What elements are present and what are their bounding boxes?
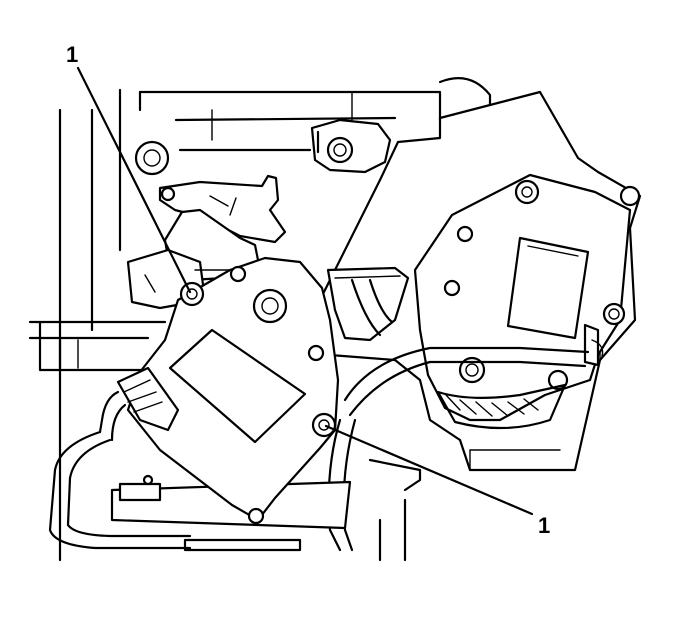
top-bracket xyxy=(310,118,392,174)
callout-label-bottom-right: 1 xyxy=(538,513,550,538)
middle-connector xyxy=(326,266,410,342)
callout-label-top-left: 1 xyxy=(66,42,78,67)
background-frame xyxy=(28,77,492,562)
callout-leaders xyxy=(76,66,534,516)
front-actuator xyxy=(98,256,340,525)
right-actuator xyxy=(413,173,641,430)
